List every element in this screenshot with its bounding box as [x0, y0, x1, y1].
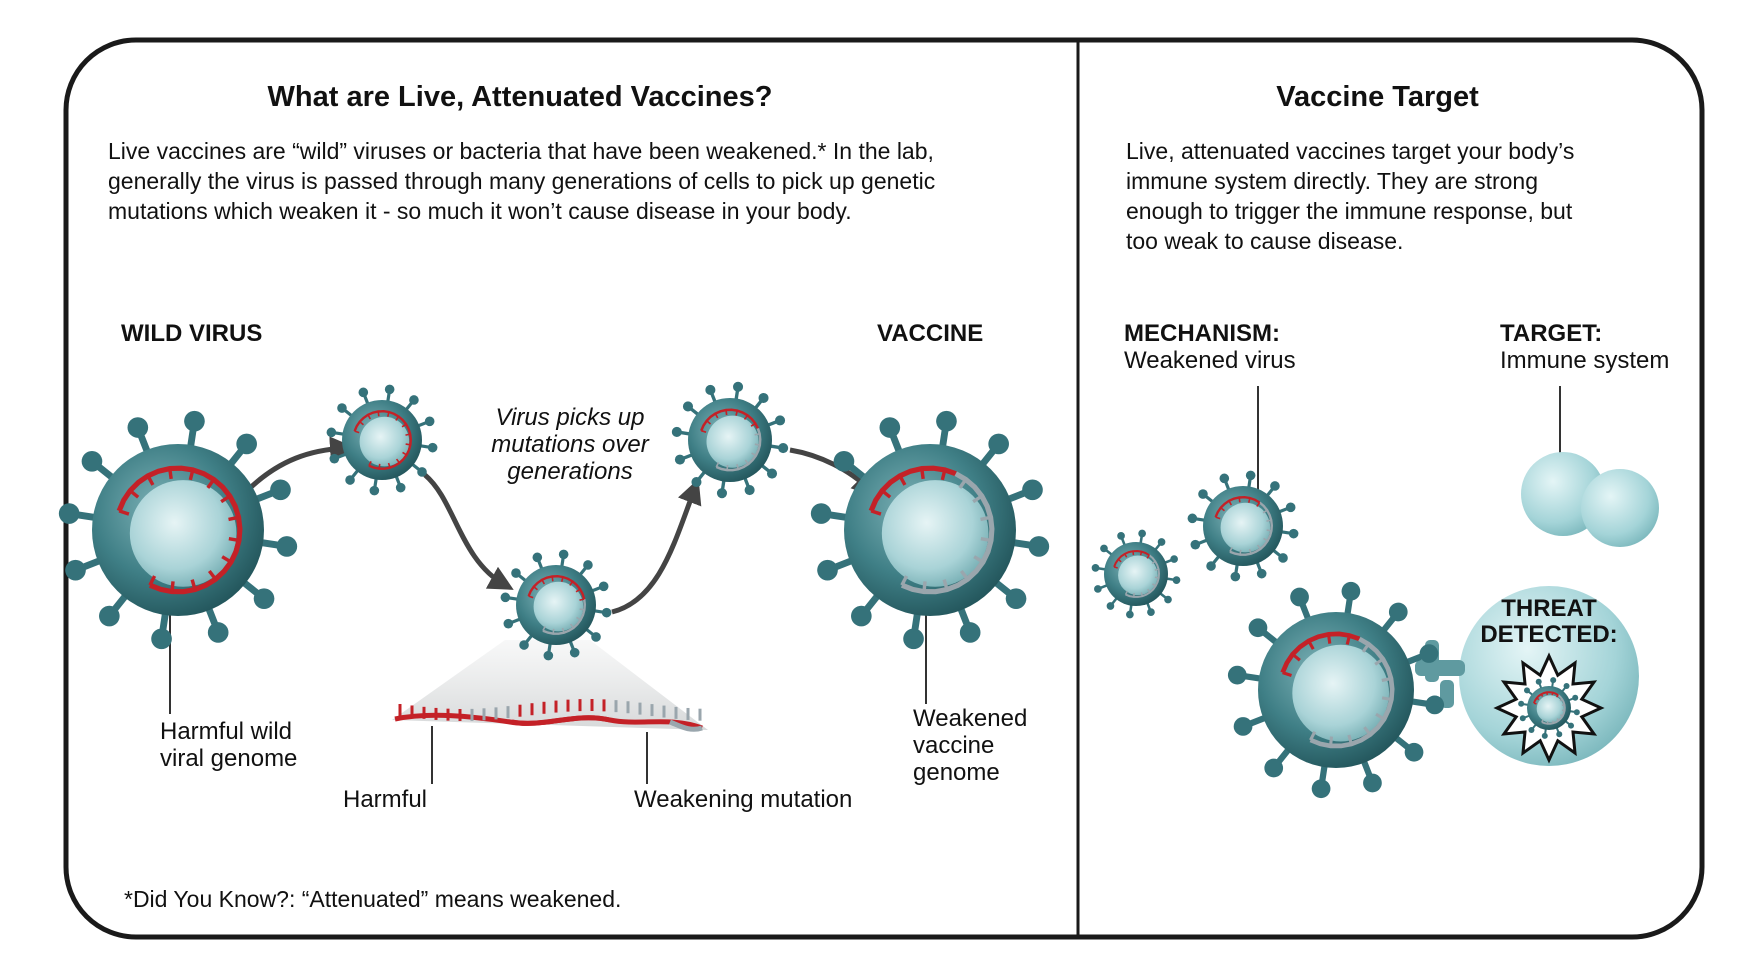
mechanism-value: Weakened virus [1124, 347, 1296, 374]
weakening-mutation-label: Weakening mutation [634, 786, 853, 813]
target-value: Immune system [1500, 347, 1670, 374]
mutation-caption: Virus picks up mutations over generation… [478, 404, 662, 485]
arrow-wild-to-gen1 [248, 436, 355, 490]
virus-generation-2 [500, 549, 612, 661]
left-panel-description: Live vaccines are “wild” viruses or bact… [108, 136, 935, 226]
caption-line: Virus picks up [495, 404, 645, 431]
description-line: too weak to cause disease. [1126, 228, 1404, 254]
description-line: generally the virus is passed through ma… [108, 168, 936, 194]
left-panel-title: What are Live, Attenuated Vaccines? [267, 81, 773, 113]
description-line: mutations which weaken it - so much it w… [108, 198, 852, 224]
weakened-virus-small [1091, 529, 1181, 619]
outer-frame [63, 37, 1705, 940]
description-line: immune system directly. They are strong [1126, 168, 1539, 194]
caption-line: mutations over [491, 431, 649, 458]
weakened-virus-binding [1227, 581, 1445, 799]
threat-detected-label: THREAT DETECTED: [1480, 595, 1618, 648]
target-heading: TARGET: [1500, 320, 1603, 347]
virus-generation-3 [671, 381, 789, 499]
wild-virus [58, 410, 298, 650]
wild-virus-heading: WILD VIRUS [121, 320, 263, 347]
genome-strand-ticks [398, 699, 702, 721]
description-line: Live vaccines are “wild” viruses or bact… [108, 138, 934, 164]
caption-line: generations [507, 458, 633, 485]
footnote: *Did You Know?: “Attenuated” means weake… [124, 886, 622, 912]
vaccine-heading: VACCINE [877, 320, 984, 347]
weakened-virus-medium [1187, 470, 1299, 582]
right-panel-title: Vaccine Target [1276, 81, 1479, 113]
arrow-gen2-to-gen3 [611, 478, 702, 615]
immune-cell [1581, 469, 1659, 547]
arrow-gen1-to-gen2 [423, 473, 514, 590]
description-line: Live, attenuated vaccines target your bo… [1126, 138, 1575, 164]
description-line: enough to trigger the immune response, b… [1126, 198, 1573, 224]
virus-group [58, 381, 1580, 799]
harmful-genome-label: Harmful wild viral genome [160, 718, 298, 772]
mechanism-heading: MECHANISM: [1124, 320, 1280, 347]
harmful-label: Harmful [343, 786, 428, 813]
right-panel-description: Live, attenuated vaccines target your bo… [1126, 136, 1574, 256]
captured-virus [1518, 677, 1580, 739]
vaccine-virus [810, 410, 1050, 650]
weakened-genome-label: Weakened vaccine genome [913, 705, 1028, 786]
virus-generation-1 [326, 384, 438, 496]
